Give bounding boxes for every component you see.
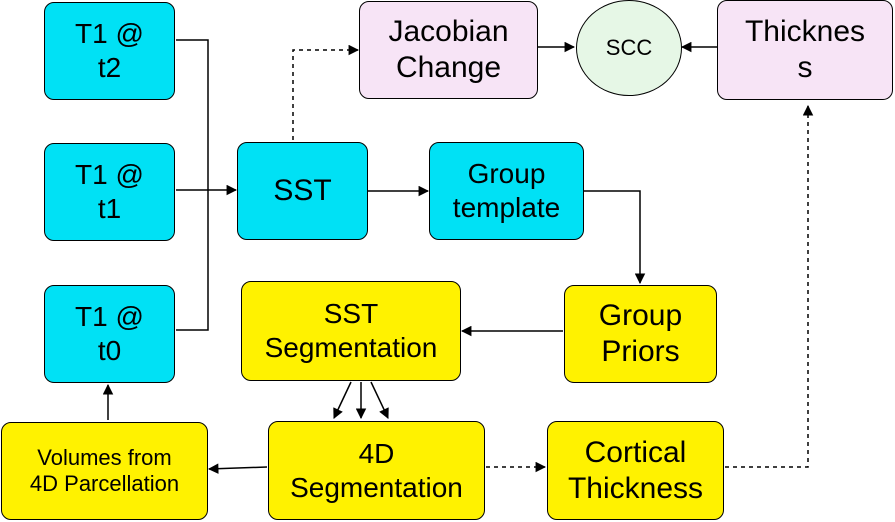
edge-cortical-thickness-to-thickness bbox=[725, 104, 814, 468]
node-sst: SST bbox=[237, 142, 368, 240]
node-4d-segmentation: 4D Segmentation bbox=[268, 421, 485, 520]
node-volumes-4d-parcellation: Volumes from 4D Parcellation bbox=[1, 422, 208, 520]
edge-t1-t2-to-sst bbox=[176, 39, 209, 190]
node-t1-t0: T1 @ t0 bbox=[44, 285, 175, 383]
edge-group-template-to-group-priors bbox=[584, 190, 646, 285]
node-t1-t2: T1 @ t2 bbox=[44, 2, 175, 100]
node-thickness: Thicknes s bbox=[717, 0, 893, 100]
node-group-priors: Group Priors bbox=[564, 285, 717, 383]
node-jacobian-change: Jacobian Change bbox=[359, 1, 538, 99]
node-sst-segmentation: SST Segmentation bbox=[241, 281, 461, 381]
edge-sst-seg-to-4d-a bbox=[333, 381, 352, 419]
edge-sst-seg-to-4d-c bbox=[370, 381, 389, 419]
edge-sst-to-jacobian bbox=[292, 44, 360, 140]
edge-4d-to-volumes bbox=[207, 463, 268, 474]
node-cortical-thickness: Cortical Thickness bbox=[547, 421, 724, 520]
edge-t1-t0-to-sst bbox=[176, 190, 209, 331]
node-t1-t1: T1 @ t1 bbox=[44, 143, 175, 241]
node-scc: SCC bbox=[576, 0, 682, 96]
node-group-template: Group template bbox=[429, 142, 584, 240]
